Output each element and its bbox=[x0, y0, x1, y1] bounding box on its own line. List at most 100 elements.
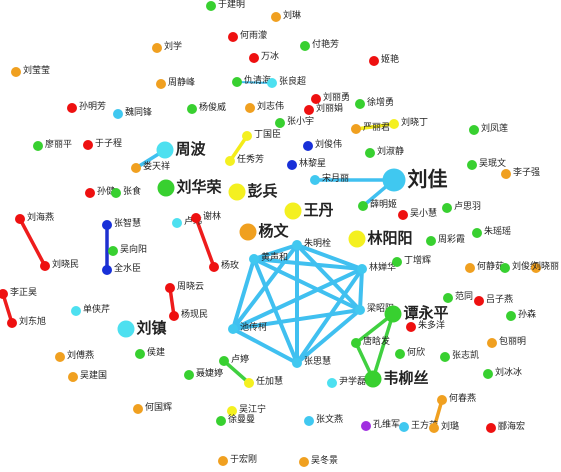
graph-node[interactable] bbox=[501, 169, 511, 179]
graph-node[interactable] bbox=[382, 168, 406, 192]
graph-node[interactable] bbox=[361, 421, 371, 431]
graph-node[interactable] bbox=[117, 320, 135, 338]
graph-node[interactable] bbox=[304, 105, 314, 115]
graph-node[interactable] bbox=[242, 131, 252, 141]
graph-node[interactable] bbox=[157, 179, 175, 197]
graph-node[interactable] bbox=[71, 306, 81, 316]
graph-node[interactable] bbox=[399, 422, 409, 432]
graph-node[interactable] bbox=[239, 223, 257, 241]
graph-node[interactable] bbox=[365, 148, 375, 158]
graph-node[interactable] bbox=[392, 257, 402, 267]
graph-node[interactable] bbox=[68, 372, 78, 382]
graph-node[interactable] bbox=[40, 261, 50, 271]
graph-node[interactable] bbox=[486, 423, 496, 433]
graph-node[interactable] bbox=[83, 140, 93, 150]
graph-node[interactable] bbox=[348, 230, 366, 248]
graph-node[interactable] bbox=[111, 188, 121, 198]
graph-node[interactable] bbox=[184, 370, 194, 380]
graph-node[interactable] bbox=[209, 262, 219, 272]
graph-node[interactable] bbox=[469, 125, 479, 135]
graph-node[interactable] bbox=[227, 406, 237, 416]
graph-node[interactable] bbox=[506, 311, 516, 321]
graph-node[interactable] bbox=[287, 160, 297, 170]
graph-node[interactable] bbox=[228, 324, 238, 334]
graph-node[interactable] bbox=[437, 395, 447, 405]
graph-node[interactable] bbox=[191, 213, 201, 223]
graph-node[interactable] bbox=[232, 77, 242, 87]
graph-node[interactable] bbox=[472, 228, 482, 238]
graph-node[interactable] bbox=[426, 236, 436, 246]
graph-node[interactable] bbox=[355, 305, 365, 315]
graph-node[interactable] bbox=[172, 218, 182, 228]
graph-node[interactable] bbox=[131, 163, 141, 173]
graph-node[interactable] bbox=[467, 160, 477, 170]
graph-node[interactable] bbox=[531, 263, 541, 273]
graph-node[interactable] bbox=[219, 356, 229, 366]
graph-node[interactable] bbox=[249, 53, 259, 63]
graph-node[interactable] bbox=[7, 318, 17, 328]
graph-node[interactable] bbox=[187, 104, 197, 114]
graph-node[interactable] bbox=[465, 263, 475, 273]
graph-node[interactable] bbox=[169, 311, 179, 321]
graph-node[interactable] bbox=[67, 103, 77, 113]
graph-node[interactable] bbox=[300, 41, 310, 51]
graph-node[interactable] bbox=[275, 118, 285, 128]
graph-node[interactable] bbox=[440, 352, 450, 362]
graph-node[interactable] bbox=[102, 265, 112, 275]
graph-node[interactable] bbox=[406, 322, 416, 332]
graph-node[interactable] bbox=[303, 141, 313, 151]
graph-node[interactable] bbox=[500, 263, 510, 273]
graph-node[interactable] bbox=[156, 141, 174, 159]
graph-node[interactable] bbox=[267, 78, 277, 88]
graph-node[interactable] bbox=[310, 175, 320, 185]
graph-node[interactable] bbox=[0, 289, 8, 299]
graph-node[interactable] bbox=[245, 103, 255, 113]
graph-node[interactable] bbox=[228, 183, 246, 201]
graph-node[interactable] bbox=[271, 12, 281, 22]
graph-node[interactable] bbox=[311, 94, 321, 104]
graph-node[interactable] bbox=[474, 296, 484, 306]
graph-node[interactable] bbox=[398, 210, 408, 220]
graph-node[interactable] bbox=[395, 349, 405, 359]
graph-node[interactable] bbox=[156, 79, 166, 89]
graph-node[interactable] bbox=[152, 43, 162, 53]
graph-node[interactable] bbox=[442, 203, 452, 213]
graph-node[interactable] bbox=[429, 423, 439, 433]
graph-node[interactable] bbox=[327, 378, 337, 388]
graph-node[interactable] bbox=[11, 67, 21, 77]
graph-node[interactable] bbox=[284, 202, 302, 220]
graph-node[interactable] bbox=[228, 32, 238, 42]
graph-node[interactable] bbox=[55, 352, 65, 362]
graph-node[interactable] bbox=[487, 338, 497, 348]
graph-node[interactable] bbox=[244, 378, 254, 388]
graph-node[interactable] bbox=[15, 214, 25, 224]
graph-node[interactable] bbox=[292, 240, 302, 250]
graph-node[interactable] bbox=[384, 305, 402, 323]
graph-node[interactable] bbox=[364, 370, 382, 388]
graph-node[interactable] bbox=[113, 109, 123, 119]
graph-node[interactable] bbox=[165, 283, 175, 293]
graph-node[interactable] bbox=[249, 254, 259, 264]
graph-node[interactable] bbox=[483, 369, 493, 379]
graph-node[interactable] bbox=[225, 156, 235, 166]
graph-node[interactable] bbox=[355, 99, 365, 109]
graph-node[interactable] bbox=[206, 1, 216, 11]
graph-node[interactable] bbox=[135, 349, 145, 359]
graph-node[interactable] bbox=[216, 416, 226, 426]
graph-node[interactable] bbox=[304, 416, 314, 426]
graph-node[interactable] bbox=[357, 264, 367, 274]
graph-node[interactable] bbox=[108, 246, 118, 256]
graph-node[interactable] bbox=[351, 124, 361, 134]
graph-node[interactable] bbox=[358, 201, 368, 211]
graph-node[interactable] bbox=[351, 338, 361, 348]
graph-node[interactable] bbox=[389, 119, 399, 129]
graph-node[interactable] bbox=[292, 358, 302, 368]
graph-node[interactable] bbox=[299, 457, 309, 467]
graph-node[interactable] bbox=[218, 456, 228, 466]
graph-node[interactable] bbox=[369, 56, 379, 66]
graph-node[interactable] bbox=[102, 220, 112, 230]
graph-node[interactable] bbox=[33, 141, 43, 151]
graph-node[interactable] bbox=[85, 188, 95, 198]
graph-node[interactable] bbox=[443, 293, 453, 303]
graph-node[interactable] bbox=[133, 404, 143, 414]
